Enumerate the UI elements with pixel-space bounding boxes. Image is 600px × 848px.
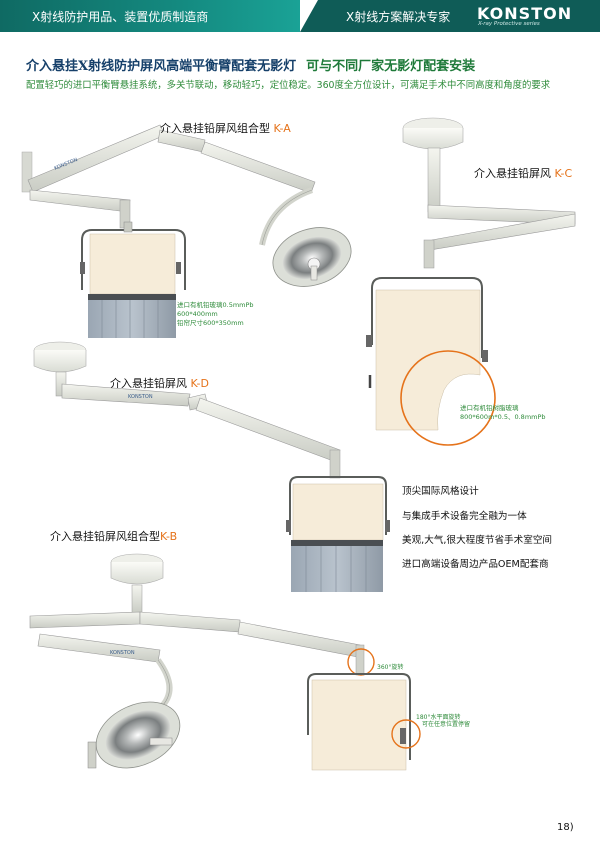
product-kd-name: 介入悬挂铅屏风 <box>110 377 187 390</box>
title-main: 介入悬挂X射线防护屏风高端平衡臂配套无影灯 <box>26 59 297 74</box>
product-kc-spec: 进口有机铅树脂玻璃 800*600m*0.5、0.8mmPb <box>460 404 546 422</box>
brand-subtitle: X-ray Protective series <box>478 21 540 27</box>
product-ka-spec: 进口有机铅玻璃0.5mmPb 600*400mm 铅帘尺寸600*350mm <box>177 301 254 328</box>
product-kb-name: 介入悬挂铅屏风组合型 <box>50 530 160 543</box>
feature-item: 与集成手术设备完全融为一体 <box>402 511 527 522</box>
product-kc-spec-line: 进口有机铅树脂玻璃 <box>460 404 519 412</box>
page-subtitle: 配置轻巧的进口平衡臂悬挂系统，多关节联动，移动轻巧，定位稳定。360度全方位设计… <box>26 80 551 91</box>
svg-text:KONSTON: KONSTON <box>110 650 135 656</box>
product-ka-label: 介入悬挂铅屏风组合型 K-A <box>160 120 291 136</box>
product-kc-label: 介入悬挂铅屏风 K-C <box>474 165 572 181</box>
header-left-text: X射线防护用品、装置优质制造商 <box>32 10 209 24</box>
product-ka-code: K-A <box>273 122 291 135</box>
product-kd-label: 介入悬挂铅屏风 K-D <box>110 375 209 391</box>
feature-item: 美观,大气,很大程度节省手术室空间 <box>402 535 553 546</box>
product-kd-code: K-D <box>190 377 210 390</box>
callout-line: 180°水平面旋转 <box>416 714 461 721</box>
product-ka-name: 介入悬挂铅屏风组合型 <box>160 122 270 135</box>
product-ka-spec-line: 进口有机铅玻璃0.5mmPb <box>177 301 254 309</box>
product-ka-spec-line: 铅帘尺寸600*350mm <box>177 319 244 327</box>
feature-item: 顶尖国际风格设计 <box>402 486 479 497</box>
product-kc-illustration <box>366 117 576 446</box>
header-left-banner: X射线防护用品、装置优质制造商 <box>0 0 300 32</box>
page-number: 18) <box>557 822 574 833</box>
product-kd-illustration: KONSTON <box>33 341 390 592</box>
horizontal-rotate-callout: 180°水平面旋转 可在任意位置停留 <box>416 714 470 728</box>
rotate-360-callout: 360°旋转 <box>377 664 404 671</box>
title-secondary: 可与不同厂家无影灯配套安装 <box>306 59 476 74</box>
product-kc-spec-line: 800*600m*0.5、0.8mmPb <box>460 413 546 421</box>
svg-text:KONSTON: KONSTON <box>128 394 153 400</box>
header-slogan: X射线方案解决专家 <box>346 10 451 24</box>
header-right-banner: X射线方案解决专家 KONSTON X-ray Protective serie… <box>300 0 600 32</box>
page-title: 介入悬挂X射线防护屏风高端平衡臂配套无影灯可与不同厂家无影灯配套安装 <box>26 55 475 74</box>
product-kc-name: 介入悬挂铅屏风 <box>474 167 551 180</box>
callout-line: 可在任意位置停留 <box>422 721 471 728</box>
feature-item: 进口高端设备周边产品OEM配套商 <box>402 559 549 570</box>
product-kb-illustration: KONSTON <box>29 553 421 771</box>
product-ka-spec-line: 600*400mm <box>177 310 218 318</box>
product-kc-code: K-C <box>554 167 573 180</box>
product-kb-label: 介入悬挂铅屏风组合型K-B <box>50 528 177 544</box>
product-ka-illustration: KONSTON <box>21 124 352 338</box>
product-kb-code: K-B <box>160 530 178 543</box>
brand-logo: KONSTON <box>477 4 573 23</box>
